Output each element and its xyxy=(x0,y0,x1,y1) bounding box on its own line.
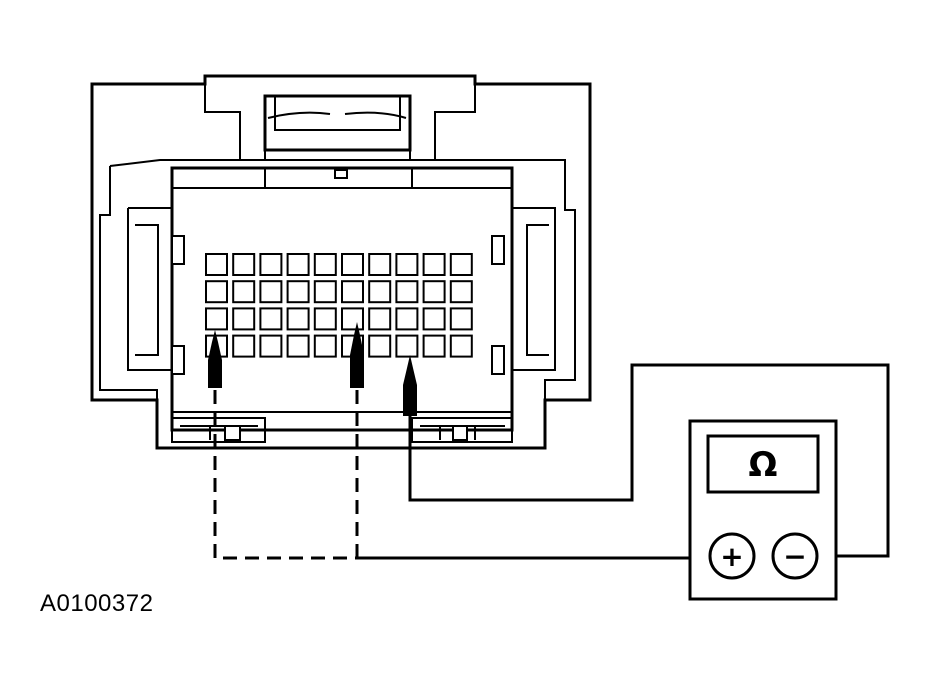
connector-pin xyxy=(422,307,446,331)
negative-terminal xyxy=(771,532,819,580)
probe-2-icon xyxy=(350,322,364,388)
connector-pin xyxy=(286,253,310,276)
connector-pin xyxy=(286,307,310,331)
connector-pin xyxy=(422,253,446,276)
connector-pin xyxy=(205,307,228,331)
connector-pin xyxy=(449,307,473,331)
connector-pin xyxy=(232,280,256,304)
connector-pin xyxy=(368,253,392,276)
connector-pin xyxy=(395,334,419,358)
negative-terminal-label: − xyxy=(783,540,806,573)
connector-pin xyxy=(449,253,473,276)
connector-pin xyxy=(205,253,228,276)
connector-pin xyxy=(313,334,337,358)
connector-pin xyxy=(286,280,310,304)
connector-pin xyxy=(449,334,473,358)
connector-pin xyxy=(449,280,473,304)
connector-pin xyxy=(395,280,419,304)
ohm-symbol: Ω xyxy=(749,445,778,485)
connector-pin xyxy=(368,307,392,331)
positive-terminal-label: + xyxy=(720,540,743,573)
meter-display xyxy=(706,434,820,494)
connector-pin xyxy=(259,280,283,304)
connector-pin xyxy=(313,307,337,331)
test-leads xyxy=(357,363,890,560)
test-probes xyxy=(208,322,417,416)
probe-3-icon xyxy=(403,355,417,416)
ohmmeter: Ω + − xyxy=(688,419,838,601)
connector-pin xyxy=(422,280,446,304)
connector-pin xyxy=(313,280,337,304)
connector-pin-grid xyxy=(205,253,473,358)
connector-pin xyxy=(395,253,419,276)
connector-pin xyxy=(313,253,337,276)
probe-1-icon xyxy=(208,330,222,388)
connector-pin xyxy=(232,334,256,358)
connector-pin xyxy=(286,334,310,358)
connector-pin xyxy=(259,307,283,331)
connector-pin xyxy=(368,334,392,358)
connector-pin xyxy=(341,280,364,304)
connector-pin xyxy=(395,307,419,331)
figure-reference-code: A0100372 xyxy=(40,590,154,617)
connector-pin xyxy=(259,334,283,358)
positive-terminal xyxy=(708,532,756,580)
connector-pin xyxy=(368,280,392,304)
connector-pin xyxy=(341,253,364,276)
connector-pin xyxy=(341,307,364,331)
connector-pin xyxy=(232,307,256,331)
connector-pin xyxy=(259,253,283,276)
connector-pin xyxy=(205,280,228,304)
connector-pin xyxy=(232,253,256,276)
jumper-wire-dashed xyxy=(213,390,359,560)
connector-pin xyxy=(422,334,446,358)
